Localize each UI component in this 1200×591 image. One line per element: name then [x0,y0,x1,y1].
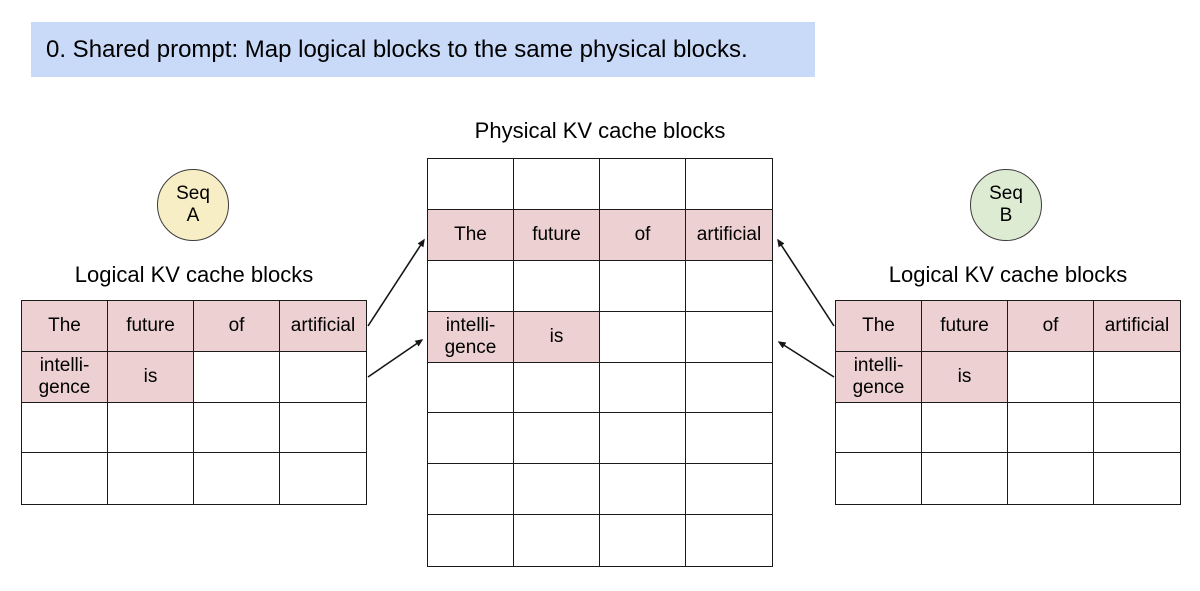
logical-table-b-cell-r1c0: intelli- gence [836,351,922,403]
physical-table-cell-r4c3 [686,363,772,414]
logical-table-b-title: Logical KV cache blocks [888,262,1128,287]
logical-table-a-cell-r1c0: intelli- gence [22,351,108,403]
logical-table-b-cell-r2c1 [922,402,1008,454]
physical-table-cell-r3c1: is [514,311,600,363]
logical-table-a-title: Logical KV cache blocks [74,262,314,287]
physical-table-cell-r7c3 [686,515,772,566]
physical-table-cell-r1c3: artificial [686,209,772,261]
physical-table-title: Physical KV cache blocks [474,118,726,143]
physical-table-cell-r7c1 [514,515,600,566]
logical-table-b-cell-r2c0 [836,402,922,454]
physical-table-cell-r6c1 [514,464,600,516]
physical-table-cell-r6c0 [428,464,514,516]
physical-table-cell-r2c1 [514,260,600,312]
physical-table-cell-r2c3 [686,261,772,312]
physical-table-cell-r5c1 [514,413,600,465]
physical-table-cell-r0c2 [600,159,686,210]
logical-table-a-cell-r2c0 [22,402,108,454]
physical-table-cell-r4c1 [514,362,600,414]
physical-table-cell-r2c0 [428,260,514,312]
logical-table-b-cell-r0c0: The [836,301,922,352]
logical-table-b-cell-r3c2 [1008,453,1094,504]
physical-table-cell-r5c2 [600,413,686,465]
title-banner-text: 0. Shared prompt: Map logical blocks to … [46,35,748,63]
seq-b-label: Seq B [989,183,1023,226]
physical-table-cell-r6c3 [686,464,772,516]
physical-table-cell-r3c2 [600,311,686,363]
physical-table-cell-r1c2: of [600,209,686,261]
logical-table-a-cell-r1c1: is [108,351,194,403]
logical-table-b-cell-r1c1: is [922,351,1008,403]
logical-table-b-cell-r1c3 [1094,352,1180,403]
logical-table-b-cell-r1c2 [1008,351,1094,403]
physical-table-cell-r4c0 [428,362,514,414]
logical-table-a-cell-r3c1 [108,453,194,504]
physical-table-cell-r5c3 [686,413,772,465]
logical-table-a-cell-r0c1: future [108,301,194,352]
logical-table-a-cell-r0c0: The [22,301,108,352]
logical-table-a-cell-r1c3 [280,352,366,403]
physical-table-cell-r5c0 [428,413,514,465]
logical-table-a-cell-r1c2 [194,351,280,403]
logical-table-b-cell-r0c3: artificial [1094,301,1180,352]
logical-table-a-cell-r2c2 [194,402,280,454]
physical-table-cell-r3c0: intelli- gence [428,311,514,363]
logical-table-a-cell-r3c0 [22,453,108,504]
logical-table-a-cell-r3c3 [280,453,366,504]
logical-table-b-cell-r3c3 [1094,453,1180,504]
title-banner: 0. Shared prompt: Map logical blocks to … [31,22,815,77]
physical-table-cell-r1c1: future [514,209,600,261]
arrow-seq-b-block0 [777,238,835,327]
physical-table-cell-r3c3 [686,312,772,363]
logical-table-b-cell-r3c1 [922,453,1008,504]
seq-b-badge: Seq B [970,169,1042,241]
physical-table-cell-r7c2 [600,515,686,566]
physical-table-cell-r0c0 [428,159,514,210]
physical-table-cell-r0c1 [514,159,600,210]
logical-table-a-cell-r3c2 [194,453,280,504]
logical-table-a-cell-r2c1 [108,402,194,454]
physical-table-cell-r4c2 [600,362,686,414]
physical-table-cell-r6c2 [600,464,686,516]
physical-table-cell-r2c2 [600,260,686,312]
logical-table-b-cell-r2c2 [1008,402,1094,454]
logical-table-a-cell-r0c3: artificial [280,301,366,352]
logical-table-b-cell-r0c1: future [922,301,1008,352]
seq-a-label: Seq A [176,183,210,226]
seq-a-badge: Seq A [157,169,229,241]
logical-table-a-cell-r2c3 [280,403,366,454]
logical-table-a-cell-r0c2: of [194,301,280,352]
logical-table-b-cell-r3c0 [836,453,922,504]
logical-table-b-cell-r0c2: of [1008,301,1094,352]
physical-table-cell-r1c0: The [428,209,514,261]
arrow-seq-a-block0 [367,238,425,327]
arrow-seq-b-block1 [777,341,835,378]
physical-table-cell-r7c0 [428,515,514,566]
logical-table-b-cell-r2c3 [1094,403,1180,454]
physical-table-cell-r0c3 [686,159,772,210]
arrow-seq-a-block1 [367,339,424,378]
